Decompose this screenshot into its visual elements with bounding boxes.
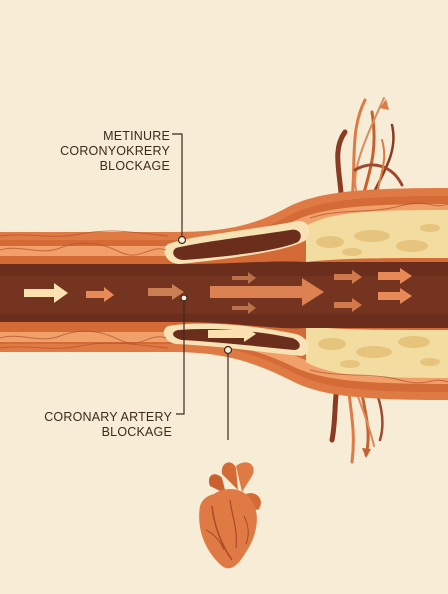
plaque-texture	[316, 224, 440, 368]
flow-arrow-icon	[24, 268, 412, 342]
label-bottom-line-1: CORONARY ARTERY	[44, 410, 172, 424]
label-top-blockage: METINURE CORONYOKRERY BLOCKAGE	[60, 129, 170, 174]
callout-dot-bottom	[223, 345, 233, 355]
label-bottom-line-2: BLOCKAGE	[101, 425, 172, 439]
callout-dot-top	[177, 235, 187, 245]
callout-line-bottom	[176, 300, 229, 440]
heart-icon	[199, 462, 261, 569]
tissue-fibers	[0, 202, 448, 384]
stenosis-core-top	[173, 229, 301, 260]
label-top-line-1: METINURE	[103, 129, 170, 143]
callout-line-top	[172, 133, 183, 240]
label-coronary-artery-blockage: CORONARY ARTERY BLOCKAGE	[44, 410, 172, 440]
label-top-line-2: CORONYOKRERY	[60, 144, 170, 158]
capillary-arrow-down	[362, 448, 371, 458]
label-top-line-3: BLOCKAGE	[99, 159, 170, 173]
capillary-arrow-up	[380, 99, 389, 110]
stenosis-core-bottom	[173, 328, 300, 350]
